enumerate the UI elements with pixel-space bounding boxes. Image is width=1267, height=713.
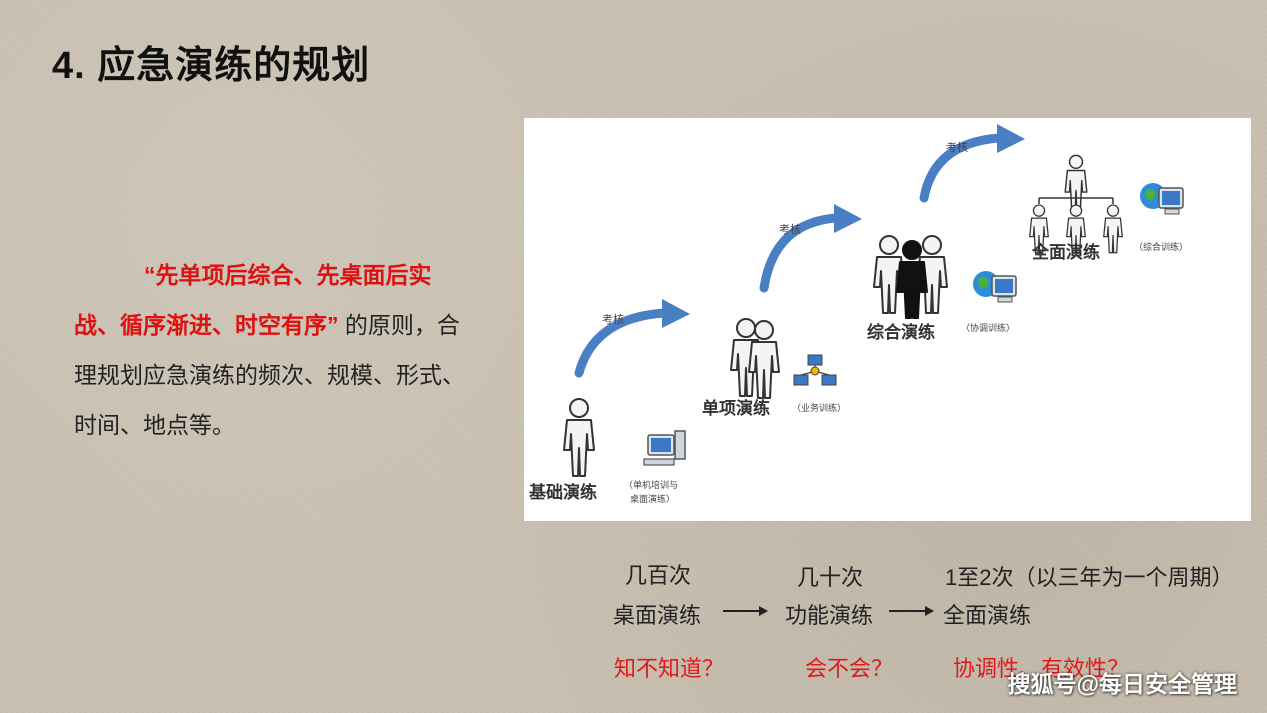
type-functional: 功能演练 <box>785 603 874 628</box>
freq-functional: 几十次 <box>797 565 864 590</box>
network-icon <box>793 354 837 386</box>
freq-table-top: 几百次 <box>625 563 692 588</box>
type-full: 全面演练 <box>943 603 1032 628</box>
step-basic-sub2: 桌面演练） <box>630 493 675 505</box>
org-chart-icon <box>1029 154 1123 254</box>
arrow-head-2 <box>925 606 934 616</box>
step-basic-label: 基础演练 <box>528 482 597 503</box>
step-full-sub: （综合训练） <box>1134 241 1188 253</box>
step-integrated-sub: （协调训练） <box>961 322 1015 334</box>
person-icon-dark <box>896 240 928 319</box>
arrow-line-2 <box>889 610 925 612</box>
computer-icon <box>643 430 686 466</box>
freq-full: 1至2次（以三年为一个周期） <box>945 565 1234 590</box>
question-full: 协调性、有效性？ <box>953 656 1130 681</box>
globe-computer-icon <box>1139 182 1184 215</box>
question-tabletop: 知不知道？ <box>614 656 725 681</box>
step-integrated-label: 综合演练 <box>867 322 935 343</box>
question-functional: 会不会？ <box>805 656 894 681</box>
principle-rest: 的原则，合理规划应急演练的频次、规模、形式、时间、地点等。 <box>74 312 465 438</box>
arrow-head-1 <box>759 606 768 616</box>
page-title: 4. 应急演练的规划 <box>52 45 371 87</box>
watermark: 搜狐号@每日安全管理 <box>1007 671 1237 697</box>
person-icon <box>563 398 595 477</box>
arrow-line-1 <box>723 610 759 612</box>
assessment-label-1: 考核 <box>602 312 624 326</box>
step-basic-sub1: （单机培训与 <box>624 479 678 491</box>
principle-text: “先单项后综合、先桌面后实战、循序渐进、时空有序” 的原则，合理规划应急演练的频… <box>74 250 474 450</box>
step-full-label: 全面演练 <box>1031 242 1100 263</box>
principle-quote: “先单项后综合、先桌面后实战、循序渐进、时空有序” <box>74 262 432 338</box>
type-tabletop: 桌面演练 <box>613 603 702 628</box>
step-single-label: 单项演练 <box>702 398 770 419</box>
drill-progression-diagram: 考核 考核 考核 基础演练 （单机培训与 桌面演练） 单项演练 （业务训练） 综… <box>524 118 1251 521</box>
progress-arrows <box>574 133 1004 378</box>
arrow-heads <box>662 124 1025 328</box>
assessment-label-3: 考核 <box>946 140 968 154</box>
step-single-sub: （业务训练） <box>792 402 846 414</box>
assessment-label-2: 考核 <box>779 222 801 236</box>
globe-computer-icon <box>972 270 1017 303</box>
